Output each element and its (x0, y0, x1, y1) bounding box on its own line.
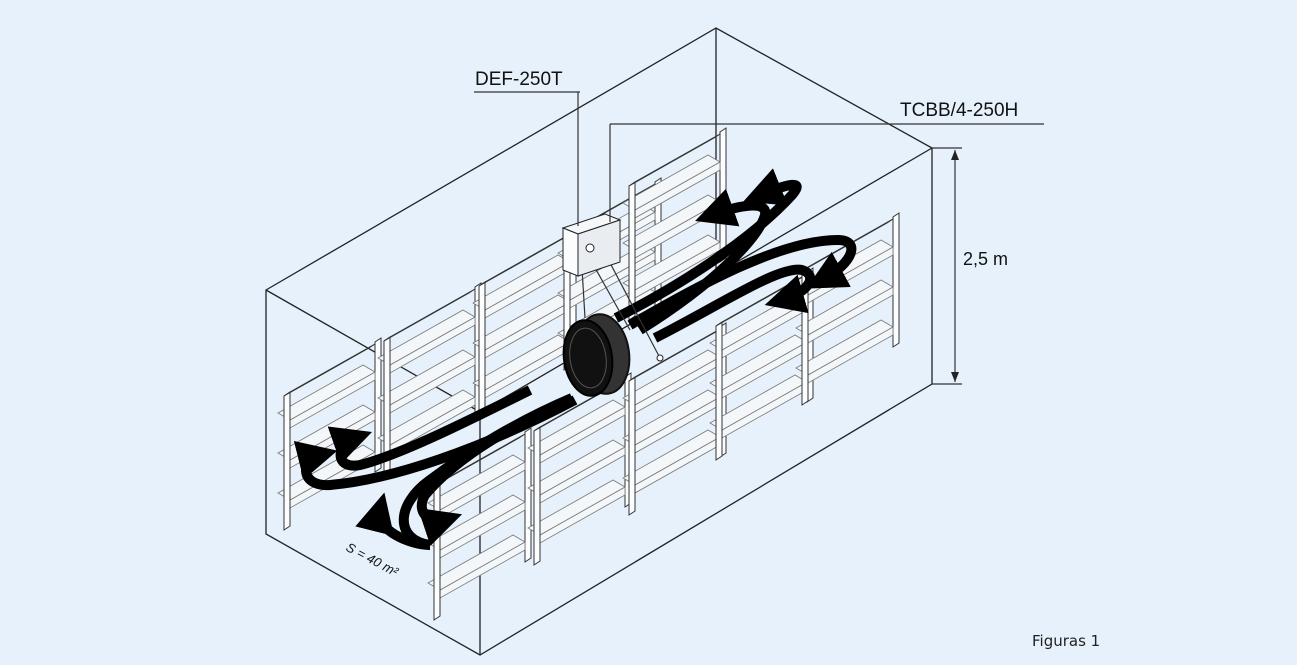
controller-model-label: TCBB/4-250H (900, 100, 1018, 121)
surface-area-label: S = 40 m² (344, 539, 402, 579)
controller-model-leader (609, 123, 1044, 222)
height-dimension (932, 147, 962, 385)
height-label: 2,5 m (963, 249, 1008, 269)
controller-box (561, 213, 622, 277)
shelf-unit (622, 127, 727, 321)
shelf-unit (277, 337, 382, 531)
airflow-arrows (293, 168, 857, 550)
shelf-unit (527, 372, 632, 566)
shelf-unit (622, 322, 727, 516)
figure-caption: Figuras 1 (1032, 632, 1101, 650)
fan-model-label: DEF-250T (475, 69, 563, 90)
fan-model-leader (474, 91, 580, 226)
ceiling-fan-unit (562, 234, 664, 397)
